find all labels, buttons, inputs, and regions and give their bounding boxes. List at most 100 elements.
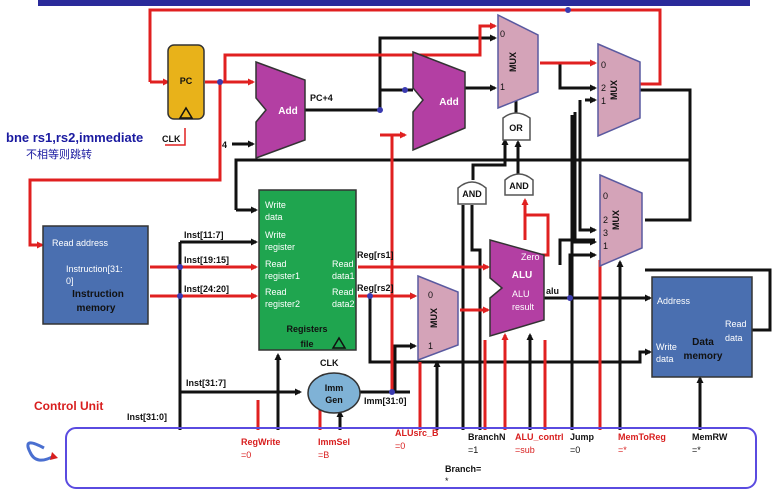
svg-text:Data: Data — [692, 337, 714, 348]
svg-text:MUX: MUX — [611, 210, 621, 230]
svg-text:不相等则跳转: 不相等则跳转 — [26, 147, 92, 161]
svg-text:Read: Read — [332, 259, 354, 269]
svg-text:=1: =1 — [468, 445, 478, 455]
const-4-label: 4 — [222, 140, 227, 150]
svg-text:1: 1 — [500, 82, 505, 92]
adder-pc4: Add — [255, 60, 306, 160]
svg-text:ALU: ALU — [512, 270, 533, 281]
svg-text:MUX: MUX — [429, 308, 439, 328]
svg-text:=0: =0 — [241, 450, 251, 460]
svg-text:=*: =* — [618, 445, 627, 455]
signal-immsel: ImmSel — [318, 437, 350, 447]
pc4-label: PC+4 — [310, 93, 333, 103]
svg-text:Read: Read — [265, 287, 287, 297]
signal-memtoreg: MemToReg — [618, 432, 666, 442]
svg-text:Control Unit: Control Unit — [34, 399, 103, 413]
svg-text:Read: Read — [265, 259, 287, 269]
data-memory: Address Read data Write data Data memory — [651, 276, 753, 378]
svg-text:MUX: MUX — [508, 52, 518, 72]
svg-text:Read: Read — [725, 319, 747, 329]
svg-text:Gen: Gen — [325, 395, 343, 405]
svg-text:ALU: ALU — [512, 289, 530, 299]
inst-31-7-label: Inst[31:7] — [186, 378, 226, 388]
svg-text:file: file — [300, 339, 313, 349]
signal-branchn: BranchN — [468, 432, 506, 442]
svg-text:0]: 0] — [66, 276, 74, 286]
add2-label: Add — [439, 97, 458, 108]
instruction-memory: Read address Instruction[31: 0] Instruct… — [42, 225, 149, 325]
inst-19-15-label: Inst[19:15] — [184, 255, 229, 265]
clock-triangle-icon — [178, 106, 194, 119]
control-unit: Control Unit RegWrite =0 ImmSel =B ALUsr… — [26, 399, 757, 489]
mux-pc-select: MUX 0 1 — [497, 13, 539, 110]
svg-text:Write: Write — [265, 230, 286, 240]
svg-text:data: data — [725, 333, 743, 343]
svg-text:Write: Write — [265, 200, 286, 210]
svg-text:Registers: Registers — [286, 324, 327, 334]
svg-text:2: 2 — [601, 83, 606, 93]
clock-triangle-icon — [331, 336, 347, 349]
top-bar — [38, 0, 750, 6]
register-file: Write data Write register Read register1… — [258, 189, 357, 351]
imm-gen: Imm Gen — [307, 372, 361, 414]
svg-text:2: 2 — [603, 215, 608, 225]
svg-text:Zero: Zero — [521, 252, 540, 262]
svg-text:Address: Address — [657, 296, 691, 306]
svg-text:register: register — [265, 242, 295, 252]
black-wires — [178, 34, 772, 430]
svg-text:=sub: =sub — [515, 445, 535, 455]
svg-text:register1: register1 — [265, 271, 300, 281]
imm-out-label: Imm[31:0] — [364, 396, 407, 406]
inst-11-7-label: Inst[11:7] — [184, 230, 224, 240]
add1-label: Add — [278, 106, 297, 117]
svg-text:memory: memory — [684, 351, 723, 362]
svg-text:data1: data1 — [332, 271, 355, 281]
svg-text:memory: memory — [77, 303, 116, 314]
svg-text:*: * — [445, 476, 449, 486]
and-gate-1: AND — [457, 181, 487, 205]
signal-branch: Branch= — [445, 464, 481, 474]
signal-memrw: MemRW — [692, 432, 728, 442]
or-gate: OR — [502, 112, 531, 141]
svg-text:AND: AND — [509, 181, 529, 191]
mux-writeback: MUX 0 2 3 1 — [599, 173, 643, 268]
svg-text:=0: =0 — [395, 441, 405, 451]
signal-alusrc-b: ALUsrc_B — [395, 428, 439, 438]
reg-rs1-label: Reg[rs1] — [357, 250, 394, 260]
pc-block: PC — [167, 44, 205, 120]
signal-jump: Jump — [570, 432, 595, 442]
svg-text:1: 1 — [601, 96, 606, 106]
reg-clk-label: CLK — [320, 358, 339, 368]
svg-text:Imm: Imm — [325, 383, 344, 393]
alu-out-label: alu — [546, 286, 559, 296]
svg-text:result: result — [512, 302, 535, 312]
svg-text:=0: =0 — [570, 445, 580, 455]
svg-text:=B: =B — [318, 450, 329, 460]
svg-text:AND: AND — [462, 189, 482, 199]
svg-text:CLK: CLK — [162, 134, 181, 144]
arrow-head-icon — [50, 452, 58, 460]
svg-text:1: 1 — [428, 341, 433, 351]
svg-text:0: 0 — [603, 191, 608, 201]
svg-text:Read address: Read address — [52, 238, 109, 248]
signal-regwrite: RegWrite — [241, 437, 280, 447]
svg-text:Instruction: Instruction — [72, 289, 124, 300]
svg-text:1: 1 — [603, 241, 608, 251]
svg-text:data: data — [656, 354, 674, 364]
svg-text:Read: Read — [332, 287, 354, 297]
svg-text:0: 0 — [428, 290, 433, 300]
svg-text:register2: register2 — [265, 299, 300, 309]
svg-text:OR: OR — [509, 123, 523, 133]
svg-text:MUX: MUX — [609, 80, 619, 100]
svg-text:Write: Write — [656, 342, 677, 352]
svg-text:data2: data2 — [332, 299, 355, 309]
svg-text:Instruction[31:: Instruction[31: — [66, 264, 123, 274]
mux-next-pc: MUX 0 2 1 — [597, 42, 641, 138]
svg-text:0: 0 — [500, 29, 505, 39]
signal-alu-contrl: ALU_contrl — [515, 432, 564, 442]
adder-branch: Add — [412, 50, 466, 152]
mux-alu-src: MUX 0 1 — [417, 274, 459, 362]
pc-label: PC — [180, 76, 193, 86]
reg-rs2-label: Reg[rs2] — [357, 283, 394, 293]
